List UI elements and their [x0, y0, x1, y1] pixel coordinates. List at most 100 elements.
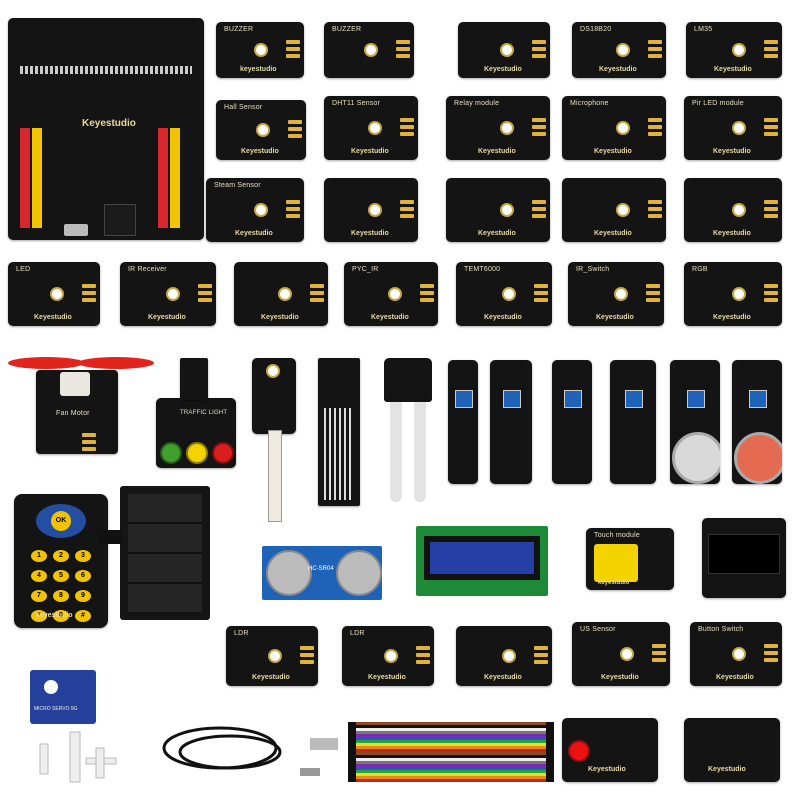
row4-module-4-label: PYC_IR [352, 266, 379, 273]
row4-module-6-brand: Keyestudio [596, 314, 634, 321]
row4-module-1-label: LED [16, 266, 31, 273]
header-pins [534, 281, 548, 307]
row2-module-1-label: Hall Sensor [224, 104, 263, 111]
row1-module-4-label: DS18B20 [580, 26, 612, 33]
row2-module-3-brand: Keyestudio [478, 148, 516, 155]
tall-sensor-6 [732, 360, 782, 484]
shield-red-header-left [20, 128, 30, 228]
mount-hole [500, 121, 514, 135]
header-pins [532, 197, 546, 223]
mount-hole [364, 43, 378, 57]
shield-yellow-header-right [170, 128, 180, 228]
remote-key-11[interactable]: # [75, 610, 91, 622]
mount-hole [732, 121, 746, 135]
remote-key-10[interactable]: 0 [53, 610, 69, 622]
remote-ok-button[interactable]: OK [51, 511, 71, 531]
sensor-shield-board: Keyestudio [8, 18, 204, 240]
mount-hole [254, 43, 268, 57]
fan-label: Fan Motor [56, 410, 90, 417]
traffic-light-stem [180, 358, 208, 400]
remote-key-4[interactable]: 5 [53, 570, 69, 582]
mount-hole [500, 43, 514, 57]
row7-module-3-brand: Keyestudio [484, 674, 522, 681]
mount-hole [368, 203, 382, 217]
red-led-brand: Keyestudio [588, 766, 626, 773]
dc-plug [98, 530, 122, 544]
lcd-module [416, 526, 548, 596]
mount-hole [254, 203, 268, 217]
row3-module-2-brand: Keyestudio [351, 230, 389, 237]
row2-module-2-label: DHT11 Sensor [332, 100, 381, 107]
row2-module-4-label: Microphone [570, 100, 609, 107]
soil-sensor [384, 358, 432, 506]
usb-port [64, 224, 88, 236]
mount-hole [500, 203, 514, 217]
row7-module-4-label: US Sensor [580, 626, 616, 633]
touch-pad[interactable] [594, 544, 638, 582]
remote-key-0[interactable]: 1 [31, 550, 47, 562]
row2-module-3-label: Relay module [454, 100, 500, 107]
row1-module-2: BUZZER [324, 22, 414, 78]
row3-module-3-brand: Keyestudio [478, 230, 516, 237]
traffic-light-module: TRAFFIC LIGHT [156, 398, 236, 468]
gas-sensor-mesh [734, 432, 782, 484]
potentiometer [503, 390, 521, 408]
row1-module-5-brand: Keyestudio [714, 66, 752, 73]
propeller-icon [8, 357, 154, 369]
row2-module-5-label: Pir LED module [692, 100, 744, 107]
mount-hole [616, 43, 630, 57]
mount-hole [278, 287, 292, 301]
mount-hole [616, 121, 630, 135]
red-led [212, 442, 234, 464]
mount-hole [502, 287, 516, 301]
header-pins [286, 197, 300, 223]
header-pins [310, 281, 324, 307]
remote-key-3[interactable]: 4 [31, 570, 47, 582]
flex-sensor-module [252, 358, 296, 434]
remote-key-7[interactable]: 8 [53, 590, 69, 602]
battery-holder [120, 486, 210, 620]
header-pins [288, 117, 302, 143]
dc-jack [104, 204, 136, 236]
remote-brand: keyestudio [36, 612, 73, 619]
row4-module-6-label: IR_Switch [576, 266, 610, 273]
touch-label: Touch module [594, 532, 640, 539]
row4-module-3-brand: Keyestudio [261, 314, 299, 321]
header-pins [652, 641, 666, 667]
row7-module-5-brand: Keyestudio [716, 674, 754, 681]
remote-key-1[interactable]: 2 [53, 550, 69, 562]
red-led-bulb [568, 740, 590, 762]
remote-key-2[interactable]: 3 [75, 550, 91, 562]
row7-module-2-label: LDR [350, 630, 365, 637]
remote-key-6[interactable]: 7 [31, 590, 47, 602]
shield-yellow-header-left [32, 128, 42, 228]
potentiometer [455, 390, 473, 408]
fan-motor [60, 372, 90, 396]
row3-module-5-brand: Keyestudio [713, 230, 751, 237]
mount-hole [502, 649, 516, 663]
remote-key-9[interactable]: * [31, 610, 47, 622]
remote-key-8[interactable]: 9 [75, 590, 91, 602]
servo-motor: MICRO SERVO 9G [30, 670, 96, 724]
green-led [160, 442, 182, 464]
tall-sensor-4 [610, 360, 656, 484]
row4-module-4-brand: Keyestudio [371, 314, 409, 321]
mount-hole [266, 364, 280, 378]
row4-module-2-brand: Keyestudio [148, 314, 186, 321]
tall-sensor-3 [552, 360, 592, 484]
uv-brand: Keyestudio [708, 766, 746, 773]
shield-brand: Keyestudio [82, 118, 136, 129]
mount-hole [732, 43, 746, 57]
header-pins [82, 281, 96, 307]
ultrasonic-label: HC-SR04 [308, 566, 334, 572]
fan-module: Fan Motor [36, 370, 118, 454]
remote-key-5[interactable]: 6 [75, 570, 91, 582]
row2-module-1-brand: Keyestudio [241, 148, 279, 155]
shield-red-header-right [158, 128, 168, 228]
